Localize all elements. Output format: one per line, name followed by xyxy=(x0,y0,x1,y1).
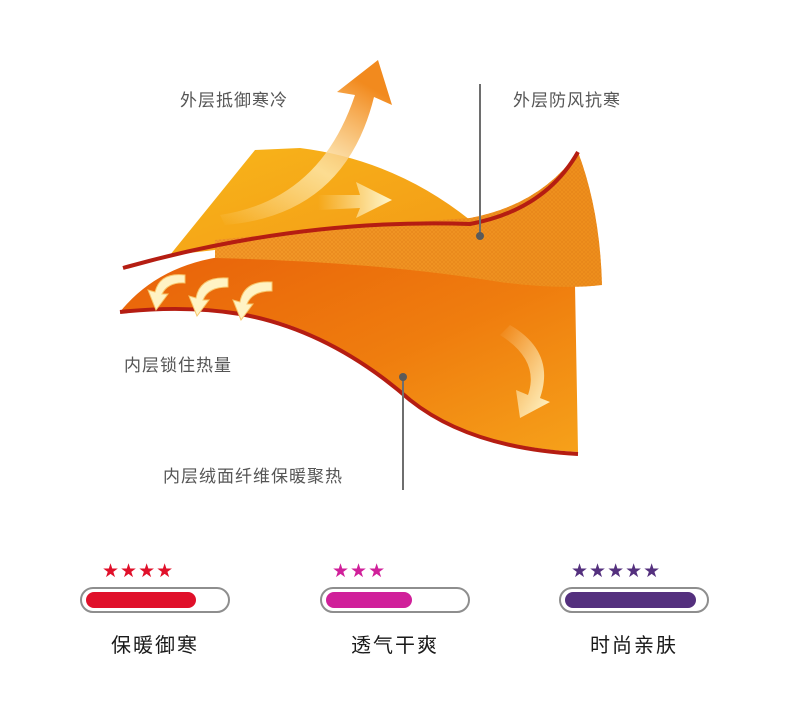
pointer-dot-outer xyxy=(476,232,484,240)
arrow-right-icon xyxy=(318,182,392,218)
fabric-illustration xyxy=(119,60,602,490)
rating-bar-fill xyxy=(86,592,196,608)
heat-arrow-1-icon xyxy=(147,274,186,312)
rating-label: 保暖御寒 xyxy=(111,633,199,657)
rating-bar xyxy=(559,587,709,613)
rating-bar-fill xyxy=(326,592,412,608)
label-inner-fleece: 内层绒面纤维保暖聚热 xyxy=(163,467,343,487)
rating-stars: ★★★★★ xyxy=(571,560,662,582)
outer-edge-line xyxy=(122,151,580,270)
label-outer-wind: 外层防风抗寒 xyxy=(513,91,621,111)
heat-arrow-3-icon xyxy=(232,281,273,322)
arrow-down-icon xyxy=(500,325,550,418)
label-outer-cold: 外层抵御寒冷 xyxy=(180,91,288,111)
rating-bar-fill xyxy=(565,592,696,608)
heat-arrow-2-icon xyxy=(188,277,229,318)
rating-stars: ★★★★ xyxy=(102,560,175,582)
rating-bar xyxy=(80,587,230,613)
rating-stars: ★★★ xyxy=(332,560,387,582)
rating-label: 时尚亲肤 xyxy=(590,633,678,657)
heat-lock-arrows xyxy=(147,274,273,322)
rating-bar xyxy=(320,587,470,613)
inner-edge-line xyxy=(119,306,579,456)
arrow-up-icon xyxy=(220,60,392,225)
label-inner-heat: 内层锁住热量 xyxy=(124,356,232,376)
pointer-dot-inner xyxy=(399,373,407,381)
fabric-layer-diagram: 外层抵御寒冷 外层防风抗寒 内层锁住热量 内层绒面纤维保暖聚热 xyxy=(119,60,621,490)
rating-label: 透气干爽 xyxy=(351,633,439,657)
